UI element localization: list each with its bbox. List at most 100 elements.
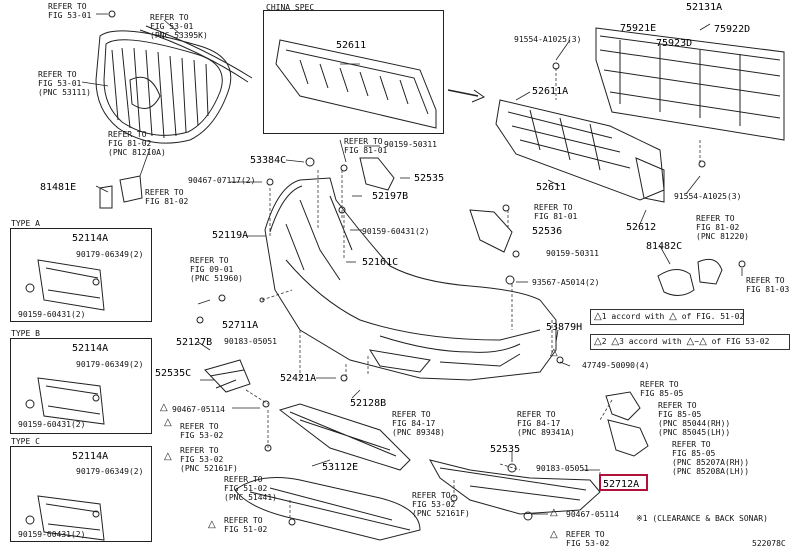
warning-triangle-icon: △ — [164, 417, 172, 428]
warning-triangle-icon: △ — [594, 336, 602, 347]
warning-triangle-icon: △ — [550, 507, 558, 518]
ref-fig-81-01-b[interactable]: REFER TO FIG 81-01 — [534, 203, 578, 221]
ref-fig-09-01-pnc-51960[interactable]: REFER TO FIG 09-01 (PNC 51960) — [190, 256, 243, 283]
ref-fig-53-01-pnc-53111[interactable]: REFER TO FIG 53-01 (PNC 53111) — [38, 70, 91, 97]
type-a-box — [10, 228, 152, 322]
type-b-90179[interactable]: 90179-06349(2) — [76, 360, 144, 369]
ref-fig-53-02-b[interactable]: REFER TO FIG 53-02 — [566, 530, 610, 548]
part-75922d[interactable]: 75922D — [714, 24, 751, 35]
part-52127b[interactable]: 52127B — [176, 337, 213, 348]
ref-fig-53-02-pnc-52161f-b[interactable]: REFER TO FIG 53-02 (PNC 52161F) — [412, 491, 470, 518]
warning-triangle-icon: △ — [550, 347, 558, 358]
highlight-52712a — [599, 474, 648, 491]
part-53384c[interactable]: 53384C — [250, 155, 287, 166]
ref-fig-51-02-pnc-51441[interactable]: REFER TO FIG 51-02 (PNC 51441) — [224, 475, 277, 502]
part-53879h[interactable]: 53879H — [546, 322, 583, 333]
part-52535[interactable]: 52535 — [414, 173, 445, 184]
part-52197b[interactable]: 52197B — [372, 191, 409, 202]
part-81481e[interactable]: 81481E — [40, 182, 77, 193]
lower-cover-drawing — [278, 403, 411, 471]
molding-strip-drawing — [139, 25, 253, 83]
part-90183-05051-a[interactable]: 90183-05051 — [224, 337, 277, 346]
warning-triangle-icon: △ — [160, 402, 168, 413]
part-90159-50311-a[interactable]: 90159-50311 — [384, 140, 437, 149]
part-52711a[interactable]: 52711A — [222, 320, 259, 331]
ref-fig-84-17-pnc-89341a[interactable]: REFER TO FIG 84-17 (PNC 89341A) — [517, 410, 575, 437]
type-a-52114a[interactable]: 52114A — [72, 233, 109, 244]
part-52611-china[interactable]: 52611 — [336, 40, 367, 51]
part-75923d[interactable]: 75923D — [656, 38, 693, 49]
part-90467-05114-a[interactable]: 90467-05114 — [172, 405, 225, 414]
part-52131a[interactable]: 52131A — [686, 2, 723, 13]
part-52612[interactable]: 52612 — [626, 222, 657, 233]
ref-fig-51-02-a[interactable]: REFER TO FIG 51-02 — [224, 516, 268, 534]
type-c-90179[interactable]: 90179-06349(2) — [76, 467, 144, 476]
type-a-90159[interactable]: 90159-60431(2) — [18, 310, 86, 319]
type-b-title: TYPE B — [11, 329, 40, 338]
type-a-title: TYPE A — [11, 219, 40, 228]
ref-fig-84-17-pnc-89348[interactable]: REFER TO FIG 84-17 (PNC 89348) — [392, 410, 445, 437]
type-b-90159[interactable]: 90159-60431(2) — [18, 420, 86, 429]
type-b-52114a[interactable]: 52114A — [72, 343, 109, 354]
ref-fig-81-02-pnc-81220[interactable]: REFER TO FIG 81-02 (PNC 81220) — [696, 214, 749, 241]
ref-fig-81-02-pnc-81210a[interactable]: REFER TO FIG 81-02 (PNC 81210A) — [108, 130, 166, 157]
note-accord-fig-53-02: △2 △3 accord with △~△ of FIG 53-02 — [590, 334, 790, 350]
bumper-cover-drawing — [264, 177, 557, 381]
part-75921e[interactable]: 75921E — [620, 23, 657, 34]
lower-spoiler-drawing — [429, 459, 601, 515]
part-52536[interactable]: 52536 — [532, 226, 563, 237]
china-spec-title: CHINA SPEC — [266, 3, 315, 12]
part-91554-a1025-a[interactable]: 91554-A1025(3) — [514, 35, 582, 44]
warning-triangle-icon: △ — [611, 336, 620, 347]
china-spec-box — [263, 10, 444, 134]
note-accord-fig-51-02: △1 accord with △ of FIG. 51-02 — [590, 309, 744, 325]
part-90467-07117[interactable]: 90467-07117(2) — [188, 176, 256, 185]
part-93567-a5014[interactable]: 93567-A5014(2) — [532, 278, 600, 287]
warning-triangle-icon: △ — [164, 451, 172, 462]
note-mark-1: 1 — [601, 312, 607, 321]
warning-triangle-icon: △ — [208, 519, 216, 530]
part-52535-lower[interactable]: 52535 — [490, 444, 521, 455]
part-90467-05114-b[interactable]: 90467-05114 — [566, 510, 619, 519]
clearance-note: ※1 (CLEARANCE & BACK SONAR) — [636, 514, 768, 523]
ref-fig-81-03[interactable]: REFER TO FIG 81-03 — [746, 276, 790, 294]
ref-fig-85-05-a[interactable]: REFER TO FIG 85-05 — [640, 380, 684, 398]
ref-fig-53-01-pnc-53395k[interactable]: REFER TO FIG 53-01 (PNC 53395K) — [150, 13, 208, 40]
part-53112e[interactable]: 53112E — [322, 462, 359, 473]
part-47749-50090[interactable]: 47749-50090(4) — [582, 361, 650, 370]
type-c-box — [10, 446, 152, 542]
ref-fig-81-01-a[interactable]: REFER TO FIG 81-01 — [344, 137, 388, 155]
ref-fig-53-02-a[interactable]: REFER TO FIG 53-02 — [180, 422, 224, 440]
part-52161c[interactable]: 52161C — [362, 257, 399, 268]
part-52128b[interactable]: 52128B — [350, 398, 387, 409]
warning-triangle-icon: △ — [550, 529, 558, 540]
type-a-90179[interactable]: 90179-06349(2) — [76, 250, 144, 259]
part-52535c[interactable]: 52535C — [155, 368, 192, 379]
part-52611a[interactable]: 52611A — [532, 86, 569, 97]
part-91554-a1025-b[interactable]: 91554-A1025(3) — [674, 192, 742, 201]
warning-triangle-icon: △ — [699, 336, 707, 347]
part-52119a[interactable]: 52119A — [212, 230, 249, 241]
ref-fig-85-05-pnc-85207a[interactable]: REFER TO FIG 85-05 (PNC 85207A(RH)) (PNC… — [672, 440, 750, 476]
type-c-90159[interactable]: 90159-60431(2) — [18, 530, 86, 539]
warning-triangle-icon: △ — [669, 311, 677, 322]
warning-triangle-icon: △ — [686, 336, 695, 347]
part-90183-05051-b[interactable]: 90183-05051 — [536, 464, 589, 473]
warning-triangle-icon: △ — [594, 311, 602, 322]
part-52712a[interactable]: 52712A — [603, 479, 640, 490]
type-b-box — [10, 338, 152, 434]
ref-fig-85-05-pnc-85044[interactable]: REFER TO FIG 85-05 (PNC 85044(RH)) (PNC … — [658, 401, 731, 437]
type-c-title: TYPE C — [11, 437, 40, 446]
part-90159-50311-b[interactable]: 90159-50311 — [546, 249, 599, 258]
ref-fig-53-01-a[interactable]: REFER TO FIG 53-01 — [48, 2, 92, 20]
part-52611[interactable]: 52611 — [536, 182, 567, 193]
part-81482c[interactable]: 81482C — [646, 241, 683, 252]
part-90159-60431-a[interactable]: 90159-60431(2) — [362, 227, 430, 236]
ref-fig-81-02-a[interactable]: REFER TO FIG 81-02 — [145, 188, 189, 206]
under-cover-drawing — [234, 477, 421, 541]
ref-fig-53-02-pnc-52161f-a[interactable]: REFER TO FIG 53-02 (PNC 52161F) — [180, 446, 238, 473]
type-c-52114a[interactable]: 52114A — [72, 451, 109, 462]
part-52421a[interactable]: 52421A — [280, 373, 317, 384]
diagram-id: 522078C — [752, 539, 786, 548]
